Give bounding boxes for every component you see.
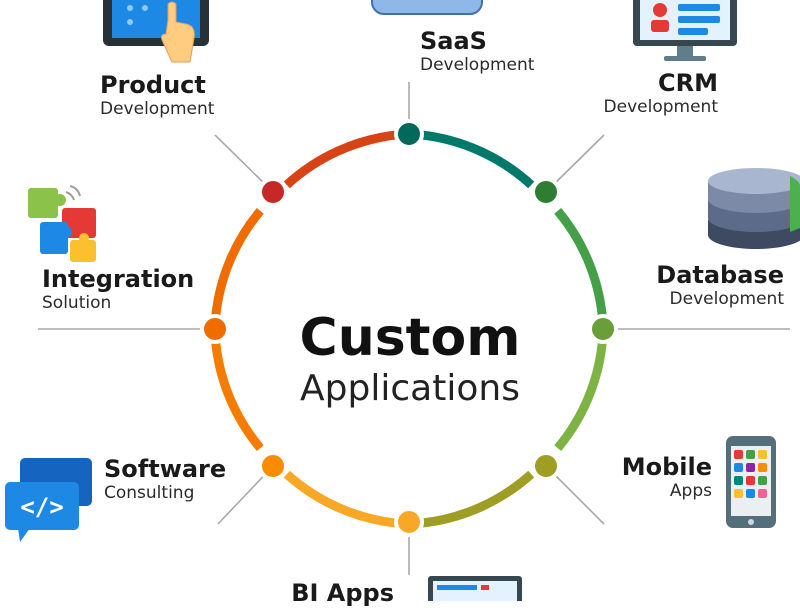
- product-title: Product: [100, 71, 206, 99]
- ring-arc-3: [554, 341, 607, 451]
- software-subtitle: Consulting: [104, 482, 195, 503]
- center-subtitle: Applications: [300, 368, 520, 410]
- label-crm: CRM Development: [603, 69, 718, 117]
- crm-subtitle: Development: [603, 96, 718, 117]
- ring: [211, 130, 607, 528]
- ring-arc-5: [283, 470, 398, 528]
- database-icon: [708, 168, 800, 249]
- ring-arc-1: [420, 130, 535, 189]
- label-product: Product Development: [100, 71, 215, 119]
- mobile-title: Mobile: [621, 453, 712, 481]
- node-saas: [394, 119, 424, 149]
- ring-arc-4: [420, 470, 535, 528]
- node-mobile: [531, 451, 561, 481]
- product-subtitle: Development: [100, 98, 215, 119]
- database-subtitle: Development: [669, 288, 784, 309]
- smartphone-icon: [726, 436, 776, 528]
- ring-arc-2: [554, 208, 607, 318]
- monitor-profile-icon: [633, 0, 737, 61]
- software-title: Software: [104, 455, 227, 483]
- svg-text:</>: </>: [20, 493, 63, 521]
- node-database: [588, 314, 618, 344]
- saas-title: SaaS: [420, 27, 487, 55]
- saas-subtitle: Development: [420, 54, 535, 75]
- center-title: Custom: [299, 308, 521, 368]
- node-crm: [531, 177, 561, 207]
- bi-title: BI Apps: [291, 579, 394, 607]
- ring-nodes: [200, 119, 618, 537]
- label-saas: SaaS Development: [420, 27, 535, 75]
- ring-arc-7: [211, 208, 264, 318]
- label-software: Software Consulting: [104, 455, 227, 503]
- label-mobile: Mobile Apps: [621, 453, 712, 501]
- integration-title: Integration: [42, 265, 195, 293]
- mobile-subtitle: Apps: [669, 480, 712, 501]
- puzzle-icon: [28, 185, 96, 262]
- ring-arc-8: [283, 130, 398, 189]
- code-chat-icon: </>: [5, 458, 92, 542]
- label-integration: Integration Solution: [42, 265, 195, 313]
- label-database: Database Development: [656, 261, 784, 309]
- ring-arc-6: [211, 341, 264, 451]
- node-integration: [200, 314, 230, 344]
- node-software: [258, 451, 288, 481]
- database-title: Database: [656, 261, 784, 289]
- cloud-icon: [371, 0, 483, 15]
- node-product: [258, 177, 288, 207]
- label-bi: BI Apps: [291, 579, 394, 608]
- tablet-touch-icon: [103, 0, 209, 63]
- integration-subtitle: Solution: [42, 292, 112, 313]
- node-bi: [394, 507, 424, 537]
- dashboard-icon: [428, 576, 522, 601]
- crm-title: CRM: [658, 69, 718, 97]
- center-heading: Custom Applications: [250, 308, 570, 410]
